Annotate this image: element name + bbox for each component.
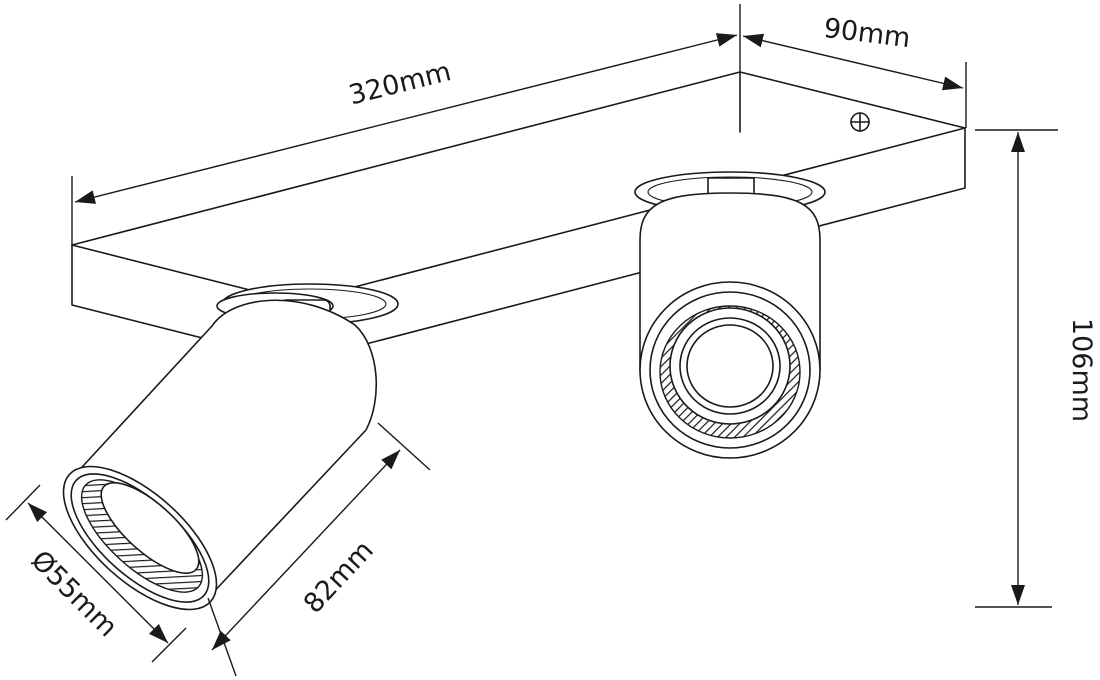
spotlight-right-rim (649, 291, 811, 449)
base-plate-body (71, 71, 966, 363)
extension-line-diameter-bottom (151, 627, 187, 663)
base-plate (71, 71, 966, 363)
screw-icon (850, 112, 870, 132)
depth-arrow (742, 33, 964, 91)
depth-label: 90mm (822, 13, 912, 54)
diameter-arrow (27, 502, 169, 644)
extension-line-spot-front (207, 597, 237, 677)
length-label: 320mm (346, 56, 455, 111)
height-label: 106mm (1066, 318, 1097, 422)
extension-line-spot-back (377, 422, 431, 471)
length-arrow (74, 33, 738, 204)
spotlight-right (634, 171, 826, 459)
spotlight-right-lens-outer (679, 317, 781, 415)
spot-length-label: 82mm (298, 535, 380, 620)
dimension-height: 106mm (975, 129, 1097, 608)
spot-length-arrow (211, 449, 401, 651)
spotlight-right-lens (686, 324, 774, 408)
extension-line-diameter-top (5, 484, 41, 521)
